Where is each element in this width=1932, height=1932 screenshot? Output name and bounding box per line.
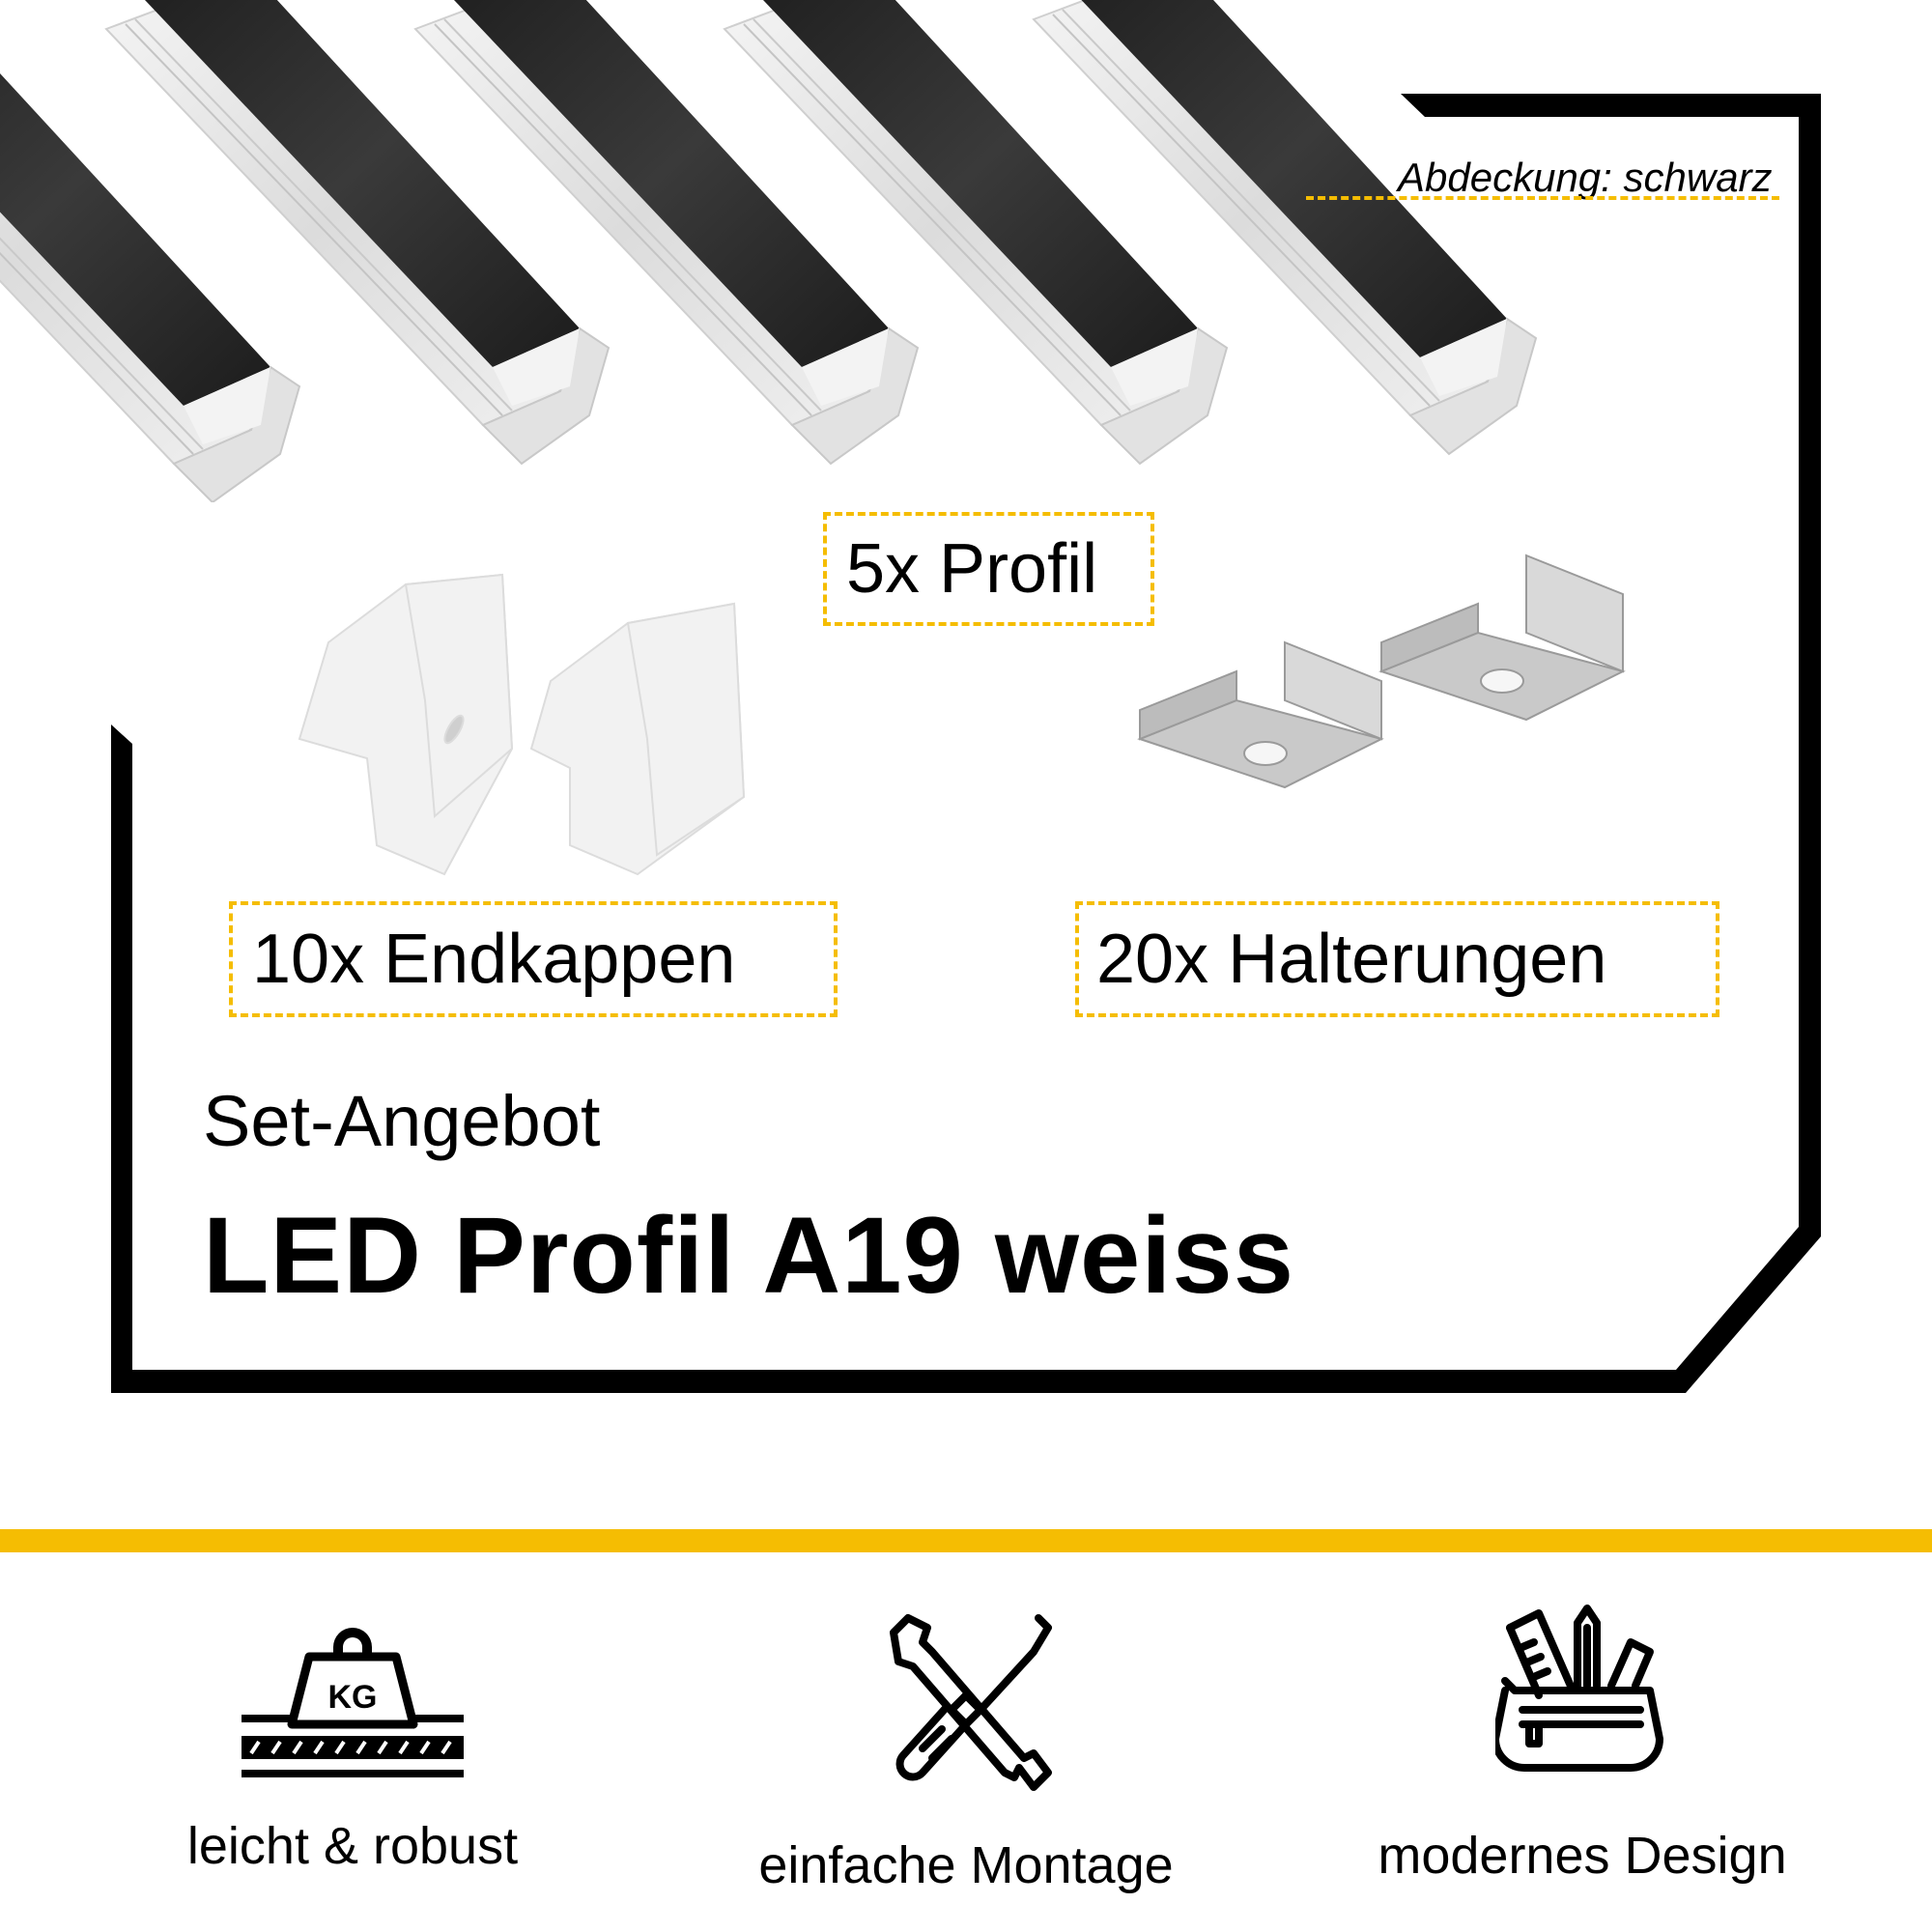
brackets-quantity-label: 20x Halterungen	[1075, 901, 1719, 1017]
pencil-case-icon	[1495, 1605, 1663, 1772]
weight-kg-icon: KG	[242, 1628, 464, 1777]
feature-label: leicht & robust	[186, 1817, 519, 1875]
offer-subtitle: Set-Angebot	[203, 1081, 601, 1161]
profile-quantity-text: 5x Profil	[846, 530, 1098, 608]
cover-color-note: Abdeckung: schwarz	[1398, 155, 1773, 200]
profile-quantity-label: 5x Profil	[823, 512, 1154, 626]
feature-modern-design: modernes Design	[1331, 1604, 1833, 1886]
led-profiles-image	[0, 0, 1537, 502]
brackets-image	[1137, 554, 1626, 789]
feature-label: einfache Montage	[758, 1836, 1174, 1894]
feature-light-robust: KG leicht & robust	[101, 1604, 604, 1876]
brackets-quantity-text: 20x Halterungen	[1096, 921, 1607, 998]
feature-easy-mounting: einfache Montage	[715, 1604, 1217, 1895]
svg-text:KG: KG	[328, 1679, 378, 1716]
accent-band	[0, 1529, 1932, 1552]
endcaps-image	[298, 573, 746, 876]
wrench-screwdriver-icon	[890, 1614, 1052, 1791]
endcaps-quantity-label: 10x Endkappen	[229, 901, 838, 1017]
feature-label: modernes Design	[1378, 1827, 1787, 1885]
endcaps-quantity-text: 10x Endkappen	[252, 921, 736, 998]
product-title: LED Profil A19 weiss	[203, 1195, 1294, 1316]
cover-note-underline	[1306, 196, 1779, 200]
